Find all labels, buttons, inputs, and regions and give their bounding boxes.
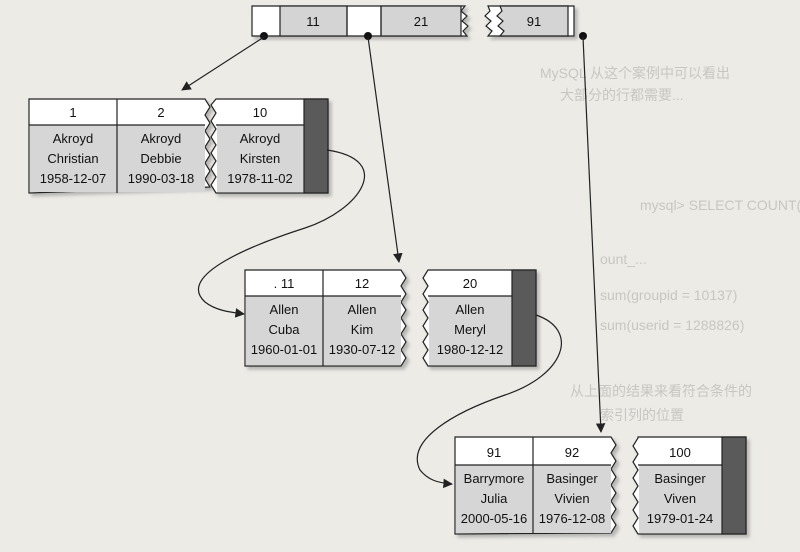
leaf-cell-text: 1976-12-08 xyxy=(539,511,606,526)
leaf-cell-text: Allen xyxy=(456,302,485,317)
connectors xyxy=(181,36,606,489)
svg-text:MySQL 从这个案例中可以看出: MySQL 从这个案例中可以看出 xyxy=(540,65,730,81)
leaf-cell-text: Debbie xyxy=(140,151,181,166)
background-bleed-text: MySQL 从这个案例中可以看出 大部分的行都需要... mysql> SELE… xyxy=(540,65,800,423)
leaf-page-body xyxy=(639,465,722,533)
svg-text:ount_...: ount_... xyxy=(600,251,647,267)
leaf-page-next-pointer xyxy=(511,269,537,367)
svg-text:mysql> SELECT COUNT(*): mysql> SELECT COUNT(*) xyxy=(640,197,800,213)
leaf-page-body xyxy=(429,296,512,365)
leaf-cell-text: Barrymore xyxy=(464,471,525,486)
leaf-page-next-pointer xyxy=(303,98,329,194)
leaf-page-body xyxy=(217,125,304,192)
root-pointer-dot xyxy=(364,32,372,40)
leaf-key-label: . 11 xyxy=(274,276,295,291)
leaf-cell-text: Viven xyxy=(664,491,696,506)
svg-text:索引列的位置: 索引列的位置 xyxy=(600,407,684,423)
root-to-leaf-arrow xyxy=(582,36,606,433)
leaf-chain-arrow xyxy=(197,149,365,318)
leaf-cell-text: Akroyd xyxy=(141,131,181,146)
leaf-cell-text: Allen xyxy=(270,302,299,317)
root-to-leaf-arrow xyxy=(181,36,265,91)
root-key-label: 91 xyxy=(527,14,541,29)
root-node: 11 21 91 xyxy=(251,5,587,40)
leaf-cell-text: Kim xyxy=(351,322,373,337)
svg-text:大部分的行都需要...: 大部分的行都需要... xyxy=(560,87,684,103)
leaf-cell-text: 1930-07-12 xyxy=(329,342,396,357)
leaf-cell-text: Meryl xyxy=(454,322,486,337)
leaf-cell-text: Allen xyxy=(348,302,377,317)
svg-text:从上面的结果来看符合条件的: 从上面的结果来看符合条件的 xyxy=(570,383,752,399)
root-key-label: 21 xyxy=(414,14,428,29)
leaf-cell-text: Akroyd xyxy=(53,131,93,146)
root-key-label: 11 xyxy=(306,14,320,29)
leaf-cell-text: 1958-12-07 xyxy=(40,171,107,186)
leaf-cell-text: 2000-05-16 xyxy=(461,511,528,526)
leaf-cell-text: Vivien xyxy=(554,491,589,506)
leaf-chain-arrow xyxy=(416,314,562,489)
leaf-key-label: 10 xyxy=(253,105,267,120)
leaf-key-label: 20 xyxy=(463,276,477,291)
svg-text:sum(userid = 1288826): sum(userid = 1288826) xyxy=(600,317,744,333)
root-pointer-dot xyxy=(579,32,587,40)
leaf-cell-text: 1980-12-12 xyxy=(437,342,504,357)
leaf-cell-text: Kirsten xyxy=(240,151,280,166)
leaf-cell-text: Julia xyxy=(481,491,509,506)
leaf-cell-text: Christian xyxy=(47,151,98,166)
leaf-page-next-pointer xyxy=(721,436,747,535)
leaf-cell-text: Basinger xyxy=(546,471,598,486)
leaf-key-label: 12 xyxy=(355,276,369,291)
leaf-key-label: 2 xyxy=(157,105,164,120)
leaf-cell-text: 1960-01-01 xyxy=(251,342,318,357)
leaf-cell-text: 1978-11-02 xyxy=(227,171,293,186)
svg-text:sum(groupid = 10137): sum(groupid = 10137) xyxy=(600,287,737,303)
leaf-cell-text: Cuba xyxy=(268,322,300,337)
leaf-key-label: 1 xyxy=(69,105,76,120)
root-key-cell xyxy=(496,5,569,37)
leaf-cell-text: Akroyd xyxy=(240,131,280,146)
leaf-cell-text: 1979-01-24 xyxy=(647,511,714,526)
leaf-key-label: 91 xyxy=(487,445,501,460)
leaf-key-label: 100 xyxy=(669,445,691,460)
root-to-leaf-arrow xyxy=(367,36,403,263)
leaf-cell-text: 1990-03-18 xyxy=(128,171,195,186)
leaf-key-label: 92 xyxy=(565,445,579,460)
leaf-cell-text: Basinger xyxy=(654,471,706,486)
